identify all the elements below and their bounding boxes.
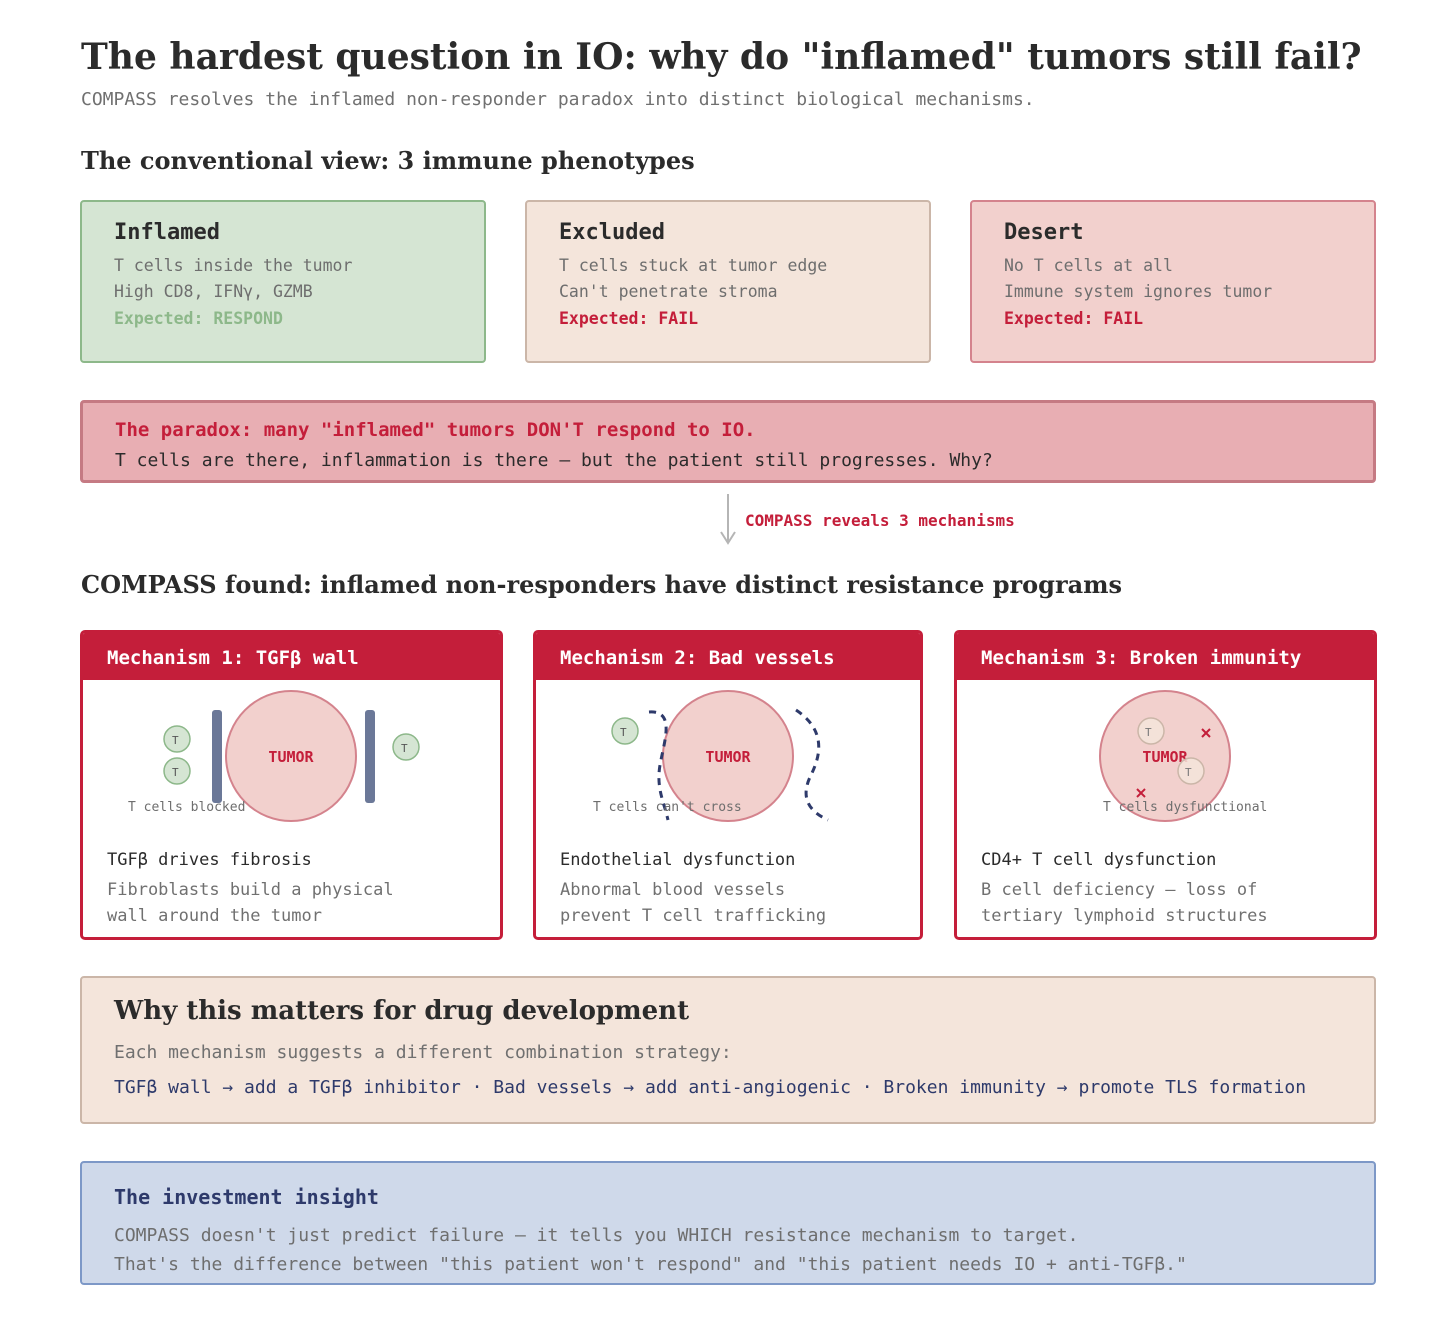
paradox-callout: The paradox: many "inflamed" tumors DON'… [80, 400, 1376, 483]
phenotype-name: Desert [1004, 220, 1084, 245]
conventional-section-title: The conventional view: 3 immune phenotyp… [81, 146, 695, 175]
paradox-headline: The paradox: many "inflamed" tumors DON'… [115, 419, 756, 441]
phenotype-expected: Expected: FAIL [1004, 309, 1144, 328]
phenotype-card-inflamed: Inflamed T cells inside the tumor High C… [80, 200, 486, 363]
mechanism-description: Abnormal blood vessels prevent T cell tr… [560, 877, 826, 929]
tumor-label: TUMOR [268, 748, 314, 766]
t-cell-label: T [1185, 766, 1192, 779]
mechanism-card-broken-immunity: Mechanism 3: Broken immunity TUMOR T T T… [954, 630, 1377, 940]
mechanism-driver: Endothelial dysfunction [560, 850, 796, 870]
description-line: Abnormal blood vessels [560, 880, 786, 900]
phenotype-expected: Expected: RESPOND [114, 309, 283, 328]
t-cell-label: T [1145, 726, 1152, 739]
phenotype-line: Can't penetrate stroma [559, 282, 778, 301]
mechanism-card-bad-vessels: Mechanism 2: Bad vessels TUMOR T T cells… [533, 630, 923, 940]
drug-development-panel: Why this matters for drug development Ea… [80, 976, 1376, 1124]
phenotype-line: T cells inside the tumor [114, 256, 353, 275]
phenotype-card-excluded: Excluded T cells stuck at tumor edge Can… [525, 200, 931, 363]
t-cell-icon [392, 733, 420, 761]
illustration-caption: T cells blocked [128, 800, 245, 815]
investment-insight-title: The investment insight [114, 1185, 379, 1209]
description-line: tertiary lymphoid structures [981, 906, 1268, 926]
tumor-label: TUMOR [705, 748, 751, 766]
mechanism-card-tgfb-wall: Mechanism 1: TGFβ wall TUMOR T T T T cel… [80, 630, 503, 940]
tumor-icon [225, 690, 357, 822]
tumor-label: TUMOR [1142, 748, 1188, 766]
investment-insight-panel: The investment insight COMPASS doesn't j… [80, 1161, 1376, 1285]
phenotype-expected: Expected: FAIL [559, 309, 699, 328]
combination-strategies: TGFβ wall → add a TGFβ inhibitor · Bad v… [114, 1077, 1307, 1098]
fibrosis-wall-left [212, 710, 222, 803]
phenotype-card-desert: Desert No T cells at all Immune system i… [970, 200, 1376, 363]
drug-development-title: Why this matters for drug development [114, 996, 690, 1026]
phenotype-line: T cells stuck at tumor edge [559, 256, 828, 275]
abnormal-vessel-right [795, 708, 829, 822]
dysfunctional-t-cell-icon [1137, 717, 1165, 745]
arrow-label: COMPASS reveals 3 mechanisms [745, 511, 1015, 530]
phenotype-name: Excluded [559, 220, 665, 245]
illustration-caption: T cells dysfunctional [1103, 800, 1267, 815]
t-cell-label: T [401, 742, 408, 755]
abnormal-vessel-left [648, 710, 670, 821]
cross-icon [1136, 788, 1146, 798]
broken-immunity-illustration: TUMOR T T T cells dysfunctional [1099, 690, 1267, 822]
tgfb-wall-illustration: TUMOR T T T T cells blocked [128, 690, 420, 822]
bad-vessels-illustration: TUMOR T T cells can't cross [593, 690, 829, 822]
t-cell-icon [611, 717, 639, 745]
down-arrow-icon [720, 494, 736, 545]
illustration-caption: T cells can't cross [593, 800, 742, 815]
fibrosis-wall-right [365, 710, 375, 803]
insight-line: COMPASS doesn't just predict failure — i… [114, 1225, 1079, 1246]
t-cell-label: T [620, 726, 627, 739]
paradox-body: T cells are there, inflammation is there… [115, 450, 993, 471]
page-subtitle: COMPASS resolves the inflamed non-respon… [81, 89, 1035, 110]
dysfunctional-t-cell-icon [1177, 757, 1205, 785]
phenotype-line: No T cells at all [1004, 256, 1173, 275]
cross-icon [1201, 728, 1211, 738]
t-cell-label: T [172, 734, 179, 747]
description-line: wall around the tumor [107, 906, 322, 926]
phenotype-line: High CD8, IFNγ, GZMB [114, 282, 313, 301]
drug-development-subtitle: Each mechanism suggests a different comb… [114, 1042, 732, 1063]
mechanism-header: Mechanism 3: Broken immunity [957, 633, 1374, 680]
t-cell-icon [163, 725, 191, 753]
tumor-icon [1099, 690, 1231, 822]
mechanism-header: Mechanism 1: TGFβ wall [83, 633, 500, 680]
insight-line: That's the difference between "this pati… [114, 1254, 1187, 1275]
description-line: Fibroblasts build a physical [107, 880, 394, 900]
compass-section-title: COMPASS found: inflamed non-responders h… [81, 570, 1123, 599]
mechanism-description: B cell deficiency — loss of tertiary lym… [981, 877, 1268, 929]
phenotype-line: Immune system ignores tumor [1004, 282, 1273, 301]
t-cell-label: T [172, 766, 179, 779]
description-line: prevent T cell trafficking [560, 906, 827, 926]
mechanism-driver: CD4+ T cell dysfunction [981, 850, 1217, 870]
phenotype-name: Inflamed [114, 220, 220, 245]
mechanism-description: Fibroblasts build a physical wall around… [107, 877, 394, 929]
t-cell-icon [163, 757, 191, 785]
mechanism-header: Mechanism 2: Bad vessels [536, 633, 920, 680]
page-title: The hardest question in IO: why do "infl… [81, 36, 1362, 78]
mechanism-driver: TGFβ drives fibrosis [107, 850, 312, 870]
description-line: B cell deficiency — loss of [981, 880, 1258, 900]
